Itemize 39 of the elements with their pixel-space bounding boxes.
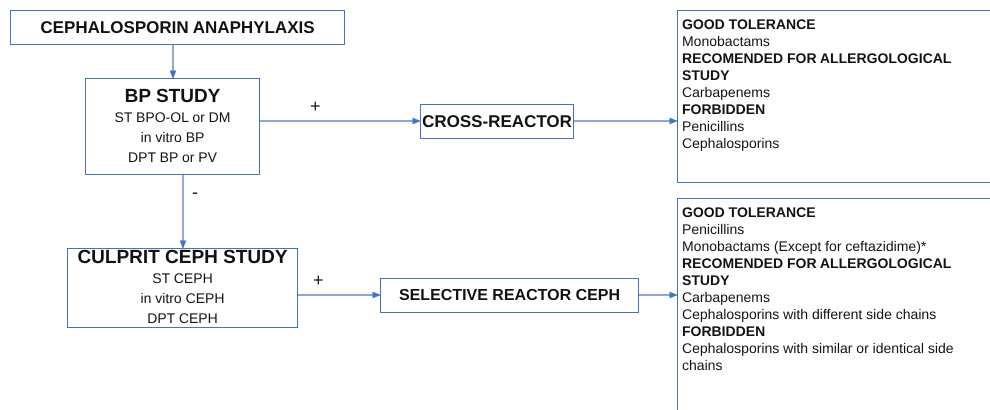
heading-text: CULPRIT CEPH STUDY: [77, 248, 288, 268]
heading-text: GOOD TOLERANCE: [682, 16, 816, 33]
heading-text: SELECTIVE REACTOR CEPH: [398, 286, 620, 306]
heading-text: RECOMENDED FOR ALLERGOLOGICAL STUDY: [682, 50, 952, 84]
item-text: Penicillins: [682, 118, 744, 135]
heading-text: FORBIDDEN: [682, 101, 766, 118]
arrow: [298, 292, 381, 298]
item-text: Carbapenems: [682, 84, 770, 101]
heading-text: FORBIDDEN: [682, 323, 766, 340]
process-box: [10, 10, 345, 45]
process-box: [380, 278, 639, 313]
arrow: [639, 292, 678, 298]
heading-text: CEPHALOSPORIN ANAPHYLAXIS: [40, 18, 315, 38]
item-text: DPT CEPH: [147, 309, 218, 328]
arrow: [170, 45, 176, 79]
arrow: [574, 118, 678, 124]
item-text: ST BPO-OL or DM: [114, 108, 230, 126]
heading-text: GOOD TOLERANCE: [682, 204, 816, 221]
heading-text: BP STUDY: [124, 86, 220, 106]
item-text: in vitro CEPH: [140, 289, 225, 308]
item-text: Cephalosporins with similar or identical side chains: [682, 340, 955, 374]
item-text: ST CEPH: [152, 269, 213, 288]
process-box: [420, 104, 574, 139]
heading-text: RECOMENDED FOR ALLERGOLOGICAL STUDY: [682, 255, 952, 289]
outcome-box: [677, 10, 990, 183]
item-text: Cephalosporins with different side chains: [682, 306, 936, 323]
item-text: in vitro BP: [140, 128, 204, 146]
item-text: Penicillins: [682, 221, 744, 238]
arrow: [260, 118, 421, 124]
item-text: Carbapenems: [682, 289, 770, 306]
outcome-box: [677, 198, 990, 410]
arrow: [180, 175, 186, 249]
item-text: Monobactams (Except for ceftazidime)*: [682, 238, 926, 255]
item-text: Cephalosporins: [682, 135, 780, 152]
heading-text: CROSS-REACTOR: [422, 112, 572, 132]
study-box: [85, 78, 260, 175]
item-text: DPT BP or PV: [128, 148, 217, 166]
item-text: Monobactams: [682, 33, 770, 50]
study-box: [67, 248, 298, 328]
